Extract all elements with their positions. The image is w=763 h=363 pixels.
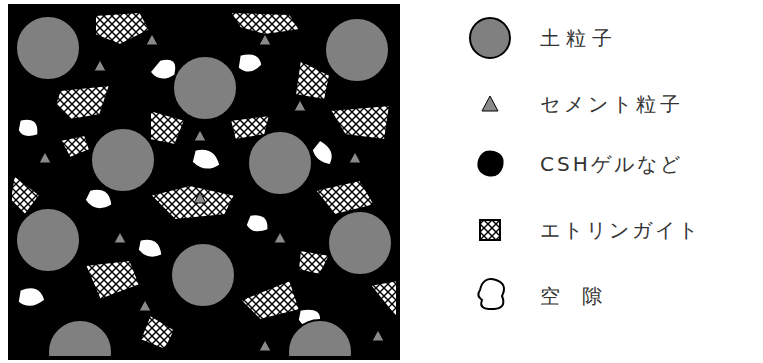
legend-label: 土粒子 bbox=[540, 26, 618, 50]
legend-label: CSHゲルなど bbox=[540, 152, 683, 176]
csh-gel-symbol bbox=[477, 150, 503, 176]
cement-particle-symbol bbox=[482, 96, 498, 111]
legend-label: セメント粒子 bbox=[540, 92, 684, 116]
void-symbol bbox=[478, 279, 504, 309]
ettringite-symbol bbox=[480, 220, 500, 240]
legend-symbols bbox=[470, 18, 510, 309]
legend-label: 空隙 bbox=[540, 284, 624, 308]
soil-particle-symbol bbox=[470, 18, 510, 58]
legend-label: エトリンガイト bbox=[540, 218, 701, 242]
